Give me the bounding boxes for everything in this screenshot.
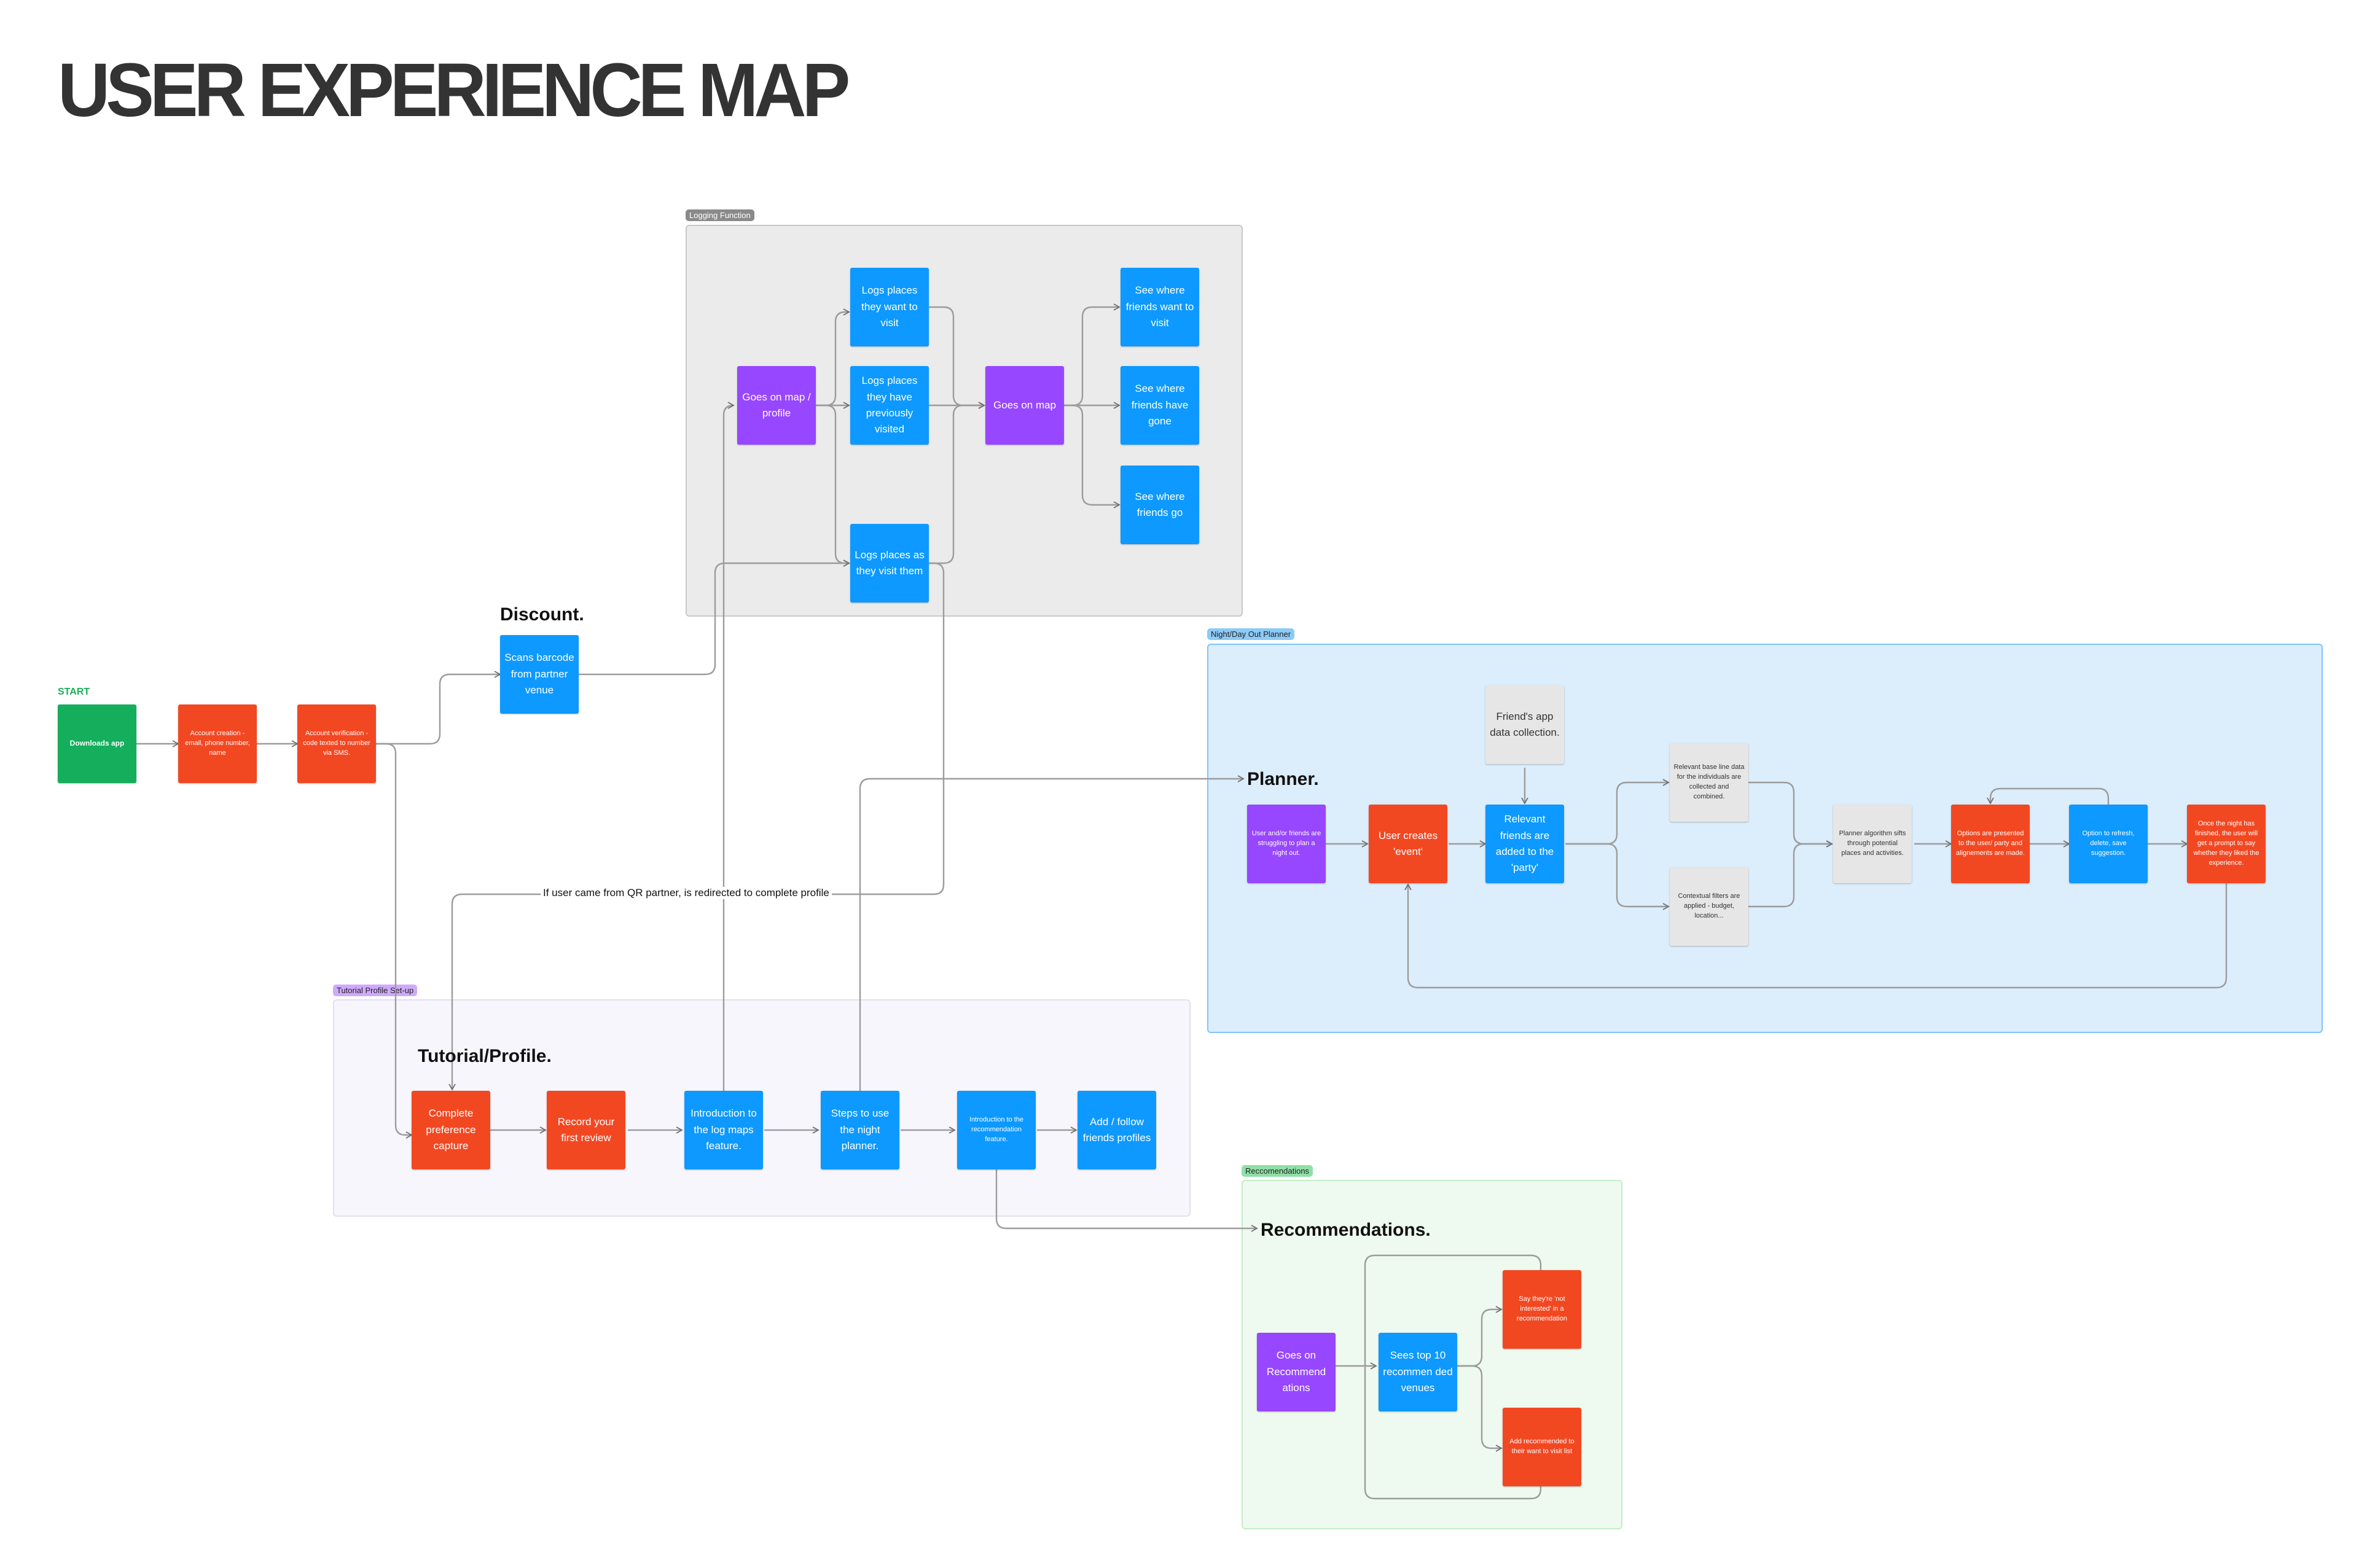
steps-night-planner-node[interactable]: Steps to use the night planner. bbox=[821, 1091, 899, 1169]
intro-log-maps-node[interactable]: Introduction to the log maps feature. bbox=[684, 1091, 763, 1169]
planner-tag[interactable]: Night/Day Out Planner bbox=[1207, 628, 1295, 640]
user-struggling-node[interactable]: User and/or friends are struggling to pl… bbox=[1247, 805, 1326, 883]
qr-redirect-note: If user came from QR partner, is redirec… bbox=[541, 887, 832, 899]
record-review-node[interactable]: Record your first review bbox=[547, 1091, 625, 1169]
contextual-filters-node[interactable]: Contextual filters are applied - budget,… bbox=[1670, 867, 1748, 946]
user-creates-event-node[interactable]: User creates 'event' bbox=[1369, 805, 1447, 883]
logging-function-tag[interactable]: Logging Function bbox=[686, 209, 754, 221]
relevant-friends-node[interactable]: Relevant friends are added to the 'party… bbox=[1485, 805, 1564, 883]
recommendations-heading: Recommendations. bbox=[1261, 1220, 1431, 1240]
friends-app-data-node[interactable]: Friend's app data collection. bbox=[1485, 685, 1564, 764]
goes-on-map-profile-node[interactable]: Goes on map / profile bbox=[737, 366, 816, 445]
account-verification-node[interactable]: Account verification - code texted to nu… bbox=[297, 704, 376, 783]
see-go-node[interactable]: See where friends go bbox=[1121, 466, 1199, 544]
see-gone-node[interactable]: See where friends have gone bbox=[1121, 366, 1199, 445]
account-creation-node[interactable]: Account creation - email, phone number, … bbox=[178, 704, 257, 783]
once-night-finished-node[interactable]: Once the night has finished, the user wi… bbox=[2187, 805, 2266, 883]
logs-previously-node[interactable]: Logs places they have previously visited bbox=[850, 366, 929, 445]
option-refresh-node[interactable]: Option to refresh, delete, save suggesti… bbox=[2069, 805, 2148, 883]
recommendations-tag[interactable]: Reccomendations bbox=[1242, 1165, 1313, 1177]
sees-top-10-node[interactable]: Sees top 10 recommen ded venues bbox=[1379, 1333, 1457, 1411]
tutorial-heading: Tutorial/Profile. bbox=[418, 1046, 552, 1066]
logs-as-visit-node[interactable]: Logs places as they visit them bbox=[850, 524, 929, 603]
logs-want-node[interactable]: Logs places they want to visit bbox=[850, 268, 929, 346]
see-want-node[interactable]: See where friends want to visit bbox=[1121, 268, 1199, 346]
page-title: USER EXPERIENCE MAP bbox=[58, 47, 850, 133]
planner-heading: Planner. bbox=[1247, 769, 1319, 789]
start-label: START bbox=[58, 687, 90, 697]
goes-on-map-node[interactable]: Goes on map bbox=[985, 366, 1064, 445]
downloads-app-node[interactable]: Downloads app bbox=[58, 704, 136, 783]
planner-algorithm-node[interactable]: Planner algorithm sifts through potentia… bbox=[1833, 805, 1912, 883]
say-not-interested-node[interactable]: Say they're 'not interested' in a recomm… bbox=[1503, 1270, 1581, 1349]
discount-heading: Discount. bbox=[500, 604, 584, 625]
scans-barcode-node[interactable]: Scans barcode from partner venue bbox=[500, 635, 579, 714]
add-recommended-node[interactable]: Add recommended to their want to visit l… bbox=[1503, 1408, 1581, 1486]
intro-recommendation-node[interactable]: Introduction to the recommendation featu… bbox=[957, 1091, 1036, 1169]
options-presented-node[interactable]: Options are presented to the user/ party… bbox=[1951, 805, 2030, 883]
add-follow-node[interactable]: Add / follow friends profiles bbox=[1078, 1091, 1156, 1169]
goes-on-recommendations-node[interactable]: Goes on Recommend ations bbox=[1257, 1333, 1336, 1411]
complete-preference-node[interactable]: Complete preference capture bbox=[412, 1091, 490, 1169]
relevant-base-line-node[interactable]: Relevant base line data for the individu… bbox=[1670, 743, 1748, 822]
